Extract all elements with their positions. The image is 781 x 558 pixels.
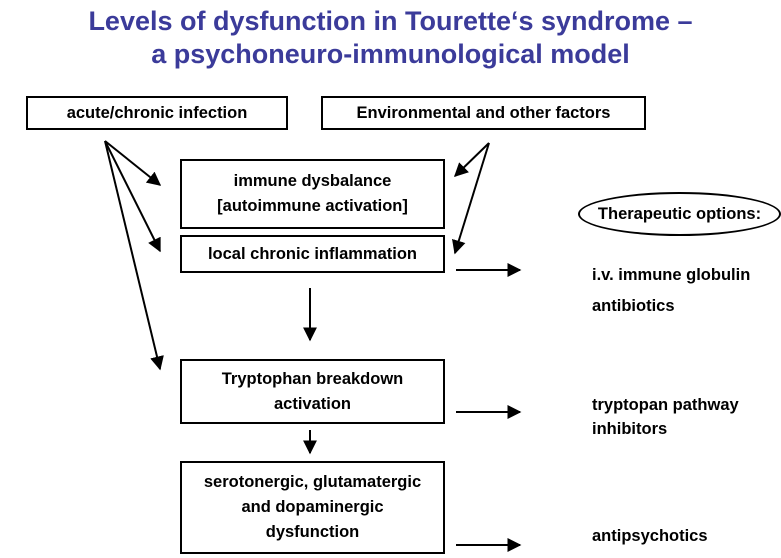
arrow-infection-to-inflammation — [104, 140, 161, 253]
box-infection-label: acute/chronic infection — [66, 103, 248, 122]
box-inflammation-label: local chronic inflammation — [207, 244, 418, 263]
box-neuro-label-line-2: and dopaminergic — [241, 498, 384, 516]
box-environmental-factors: Environmental and other factors — [321, 96, 646, 130]
option-iv-immune-globulin: i.v. immune globulin — [592, 266, 751, 284]
arrow-environment-to-immune — [453, 142, 490, 177]
option-tryptophan-pathway-inhibitors: tryptopan pathway inhibitors — [592, 393, 739, 441]
page-title-line-2: a psychoneuro-immunological model — [151, 39, 630, 69]
option-antipsychotics: antipsychotics — [592, 527, 708, 545]
box-acute-chronic-infection: acute/chronic infection — [26, 96, 288, 130]
box-immune-label-line-2: [autoimmune activation] — [217, 197, 408, 215]
box-immune-label-line-1: immune dysbalance — [233, 172, 392, 190]
arrow-infection-to-tryptophan — [104, 140, 164, 371]
page-title-line-1: Levels of dysfunction in Tourette‘s synd… — [88, 6, 693, 36]
arrow-environment-to-inflammation — [452, 142, 490, 255]
box-neuro-label-line-3: dysfunction — [265, 523, 360, 541]
box-neurotransmitter-dysfunction: serotonergic, glutamatergic and dopamine… — [180, 461, 445, 554]
option-tryptophan-line-1: tryptopan pathway — [592, 396, 739, 414]
box-environment-label: Environmental and other factors — [356, 103, 611, 122]
box-neuro-label-line-1: serotonergic, glutamatergic — [203, 473, 422, 491]
therapeutic-options-heading: Therapeutic options: — [597, 204, 762, 223]
option-tryptophan-line-2: inhibitors — [592, 420, 668, 438]
box-tryptophan-label-line-2: activation — [273, 394, 352, 413]
box-tryptophan-label-line-1: Tryptophan breakdown — [221, 369, 404, 388]
box-immune-dysbalance: immune dysbalance [autoimmune activation… — [180, 159, 445, 229]
arrow-infection-to-immune — [104, 140, 162, 186]
box-tryptophan-breakdown: Tryptophan breakdown activation — [180, 359, 445, 424]
option-antibiotics: antibiotics — [592, 297, 675, 315]
therapeutic-options-oval: Therapeutic options: — [578, 192, 781, 236]
box-local-chronic-inflammation: local chronic inflammation — [180, 235, 445, 273]
